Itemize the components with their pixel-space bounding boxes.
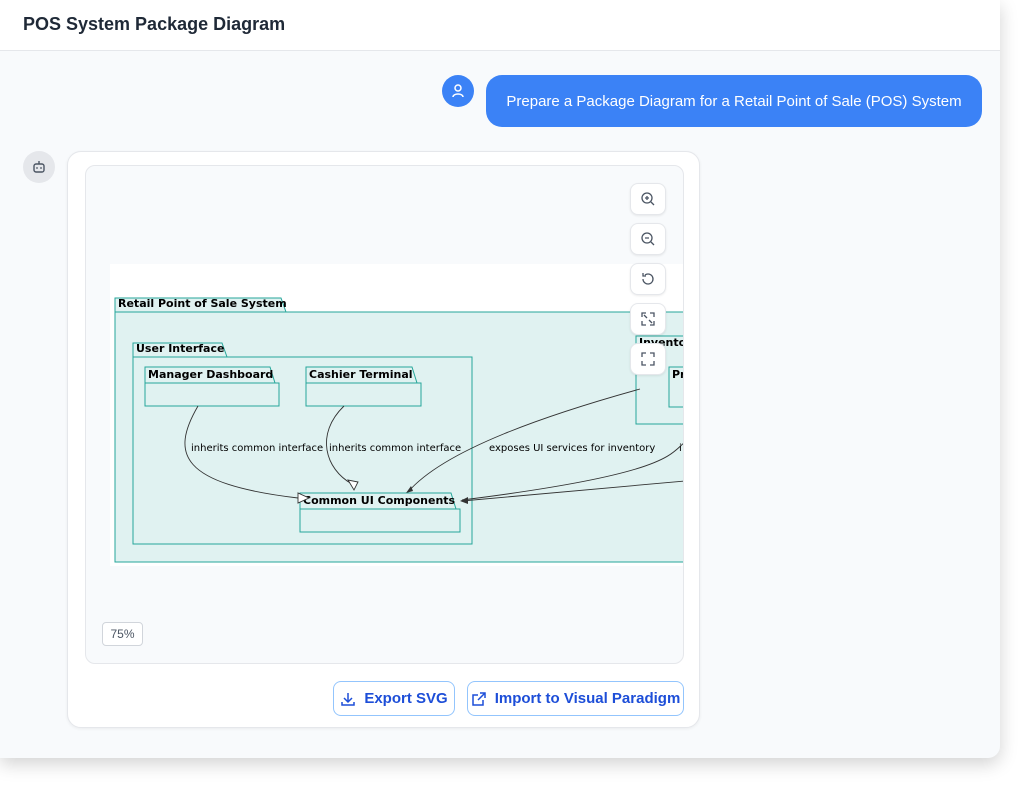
fit-button[interactable] [630,303,666,335]
zoom-out-icon [640,231,656,247]
fullscreen-button[interactable] [630,343,666,375]
package-manager-label: Manager Dashboard [148,368,273,381]
relation-label-inventory: exposes UI services for inventory [489,443,655,454]
page-title: POS System Package Diagram [23,14,285,35]
header-bar: POS System Package Diagram [0,0,1000,51]
reset-icon [640,271,656,287]
bot-icon [31,159,47,175]
download-icon [340,691,356,707]
import-visual-paradigm-button[interactable]: Import to Visual Paradigm [467,681,684,716]
bot-response-card: Retail Point of Sale System User Interfa… [67,151,700,728]
relation-label-clipped: i [679,443,682,454]
user-message: Prepare a Package Diagram for a Retail P… [486,75,982,127]
export-svg-label: Export SVG [364,690,447,707]
external-link-icon [471,691,487,707]
user-icon [450,83,466,99]
reset-button[interactable] [630,263,666,295]
fit-icon [640,311,656,327]
package-system-label: Retail Point of Sale System [118,297,287,310]
import-visual-paradigm-label: Import to Visual Paradigm [495,690,681,707]
export-svg-button[interactable]: Export SVG [333,681,455,716]
package-ui-label: User Interface [136,342,224,355]
zoom-level-badge: 75% [102,622,143,646]
user-avatar [442,75,474,107]
relation-label-manager: inherits common interface [191,443,323,454]
zoom-in-button[interactable] [630,183,666,215]
bot-avatar [23,151,55,183]
app-window: POS System Package Diagram Prepare a Pac… [0,0,1000,758]
package-diagram: Retail Point of Sale System User Interfa… [110,264,684,566]
zoom-out-button[interactable] [630,223,666,255]
package-common-ui-label: Common UI Components [303,494,456,507]
package-cashier-label: Cashier Terminal [309,368,413,381]
zoom-in-icon [640,191,656,207]
diagram-viewer[interactable]: Retail Point of Sale System User Interfa… [85,165,684,664]
relation-label-cashier: inherits common interface [329,443,461,454]
package-inventory-child-label: Pr [672,368,684,381]
fullscreen-icon [640,351,656,367]
